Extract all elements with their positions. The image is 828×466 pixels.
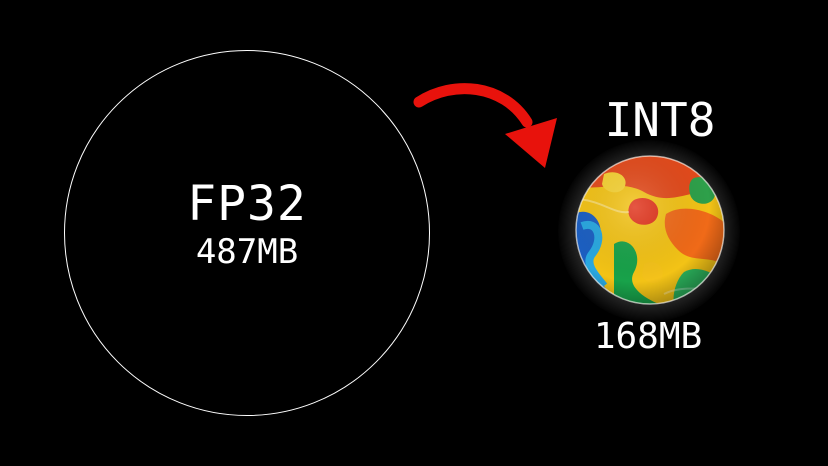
curved-arrow-icon [413,83,557,168]
int8-model-sphere [575,155,725,305]
fp32-model-circle [64,50,430,416]
source-size-label: 487MB [195,232,299,272]
source-format-label: FP32 [187,176,307,232]
target-size-label: 168MB [593,316,703,357]
target-format-label: INT8 [604,93,716,147]
